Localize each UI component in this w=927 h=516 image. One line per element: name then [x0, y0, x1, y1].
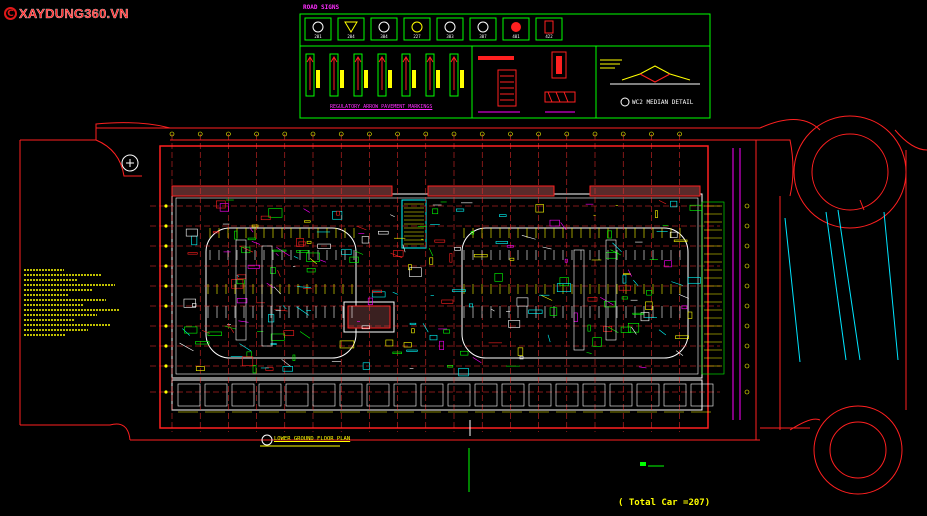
bottom-annotations — [260, 420, 664, 492]
property-boundary — [732, 140, 757, 440]
regulatory-markings-label: REGULATORY ARROW PAVEMENT MARKINGS — [330, 104, 433, 110]
sign-code-label: 227 — [413, 34, 421, 39]
floor-plan-title: LOWER GROUND FLOOR PLAN — [274, 436, 351, 442]
interior-detail — [179, 199, 725, 377]
site-road-outline — [19, 115, 927, 495]
sign-code-label: 304 — [380, 34, 388, 39]
general-notes-block — [24, 269, 120, 336]
sign-code-label: 201 — [314, 34, 322, 39]
structural-grid — [150, 131, 750, 432]
watermark-text: XAYDUNG360.VN — [19, 6, 129, 21]
parking-bays — [177, 228, 714, 413]
sign-code-label: 422 — [545, 34, 553, 39]
legend-title: ROAD SIGNS — [303, 4, 340, 11]
sign-code-label: 303 — [446, 34, 454, 39]
watermark-logo: C XAYDUNG360.VN — [4, 6, 129, 21]
sign-code-label: 401 — [512, 34, 520, 39]
road-signs-legend: 201 204 304 227 303 307 401 422 — [299, 13, 711, 119]
total-cars-label: ( Total Car =207) — [618, 498, 711, 508]
sign-code-label: 307 — [479, 34, 487, 39]
median-detail-label: WC2 MEDIAN DETAIL — [632, 99, 694, 106]
right-diagonal-parking — [784, 199, 899, 363]
copyright-icon: C — [4, 7, 17, 20]
sign-code-label: 204 — [347, 34, 355, 39]
